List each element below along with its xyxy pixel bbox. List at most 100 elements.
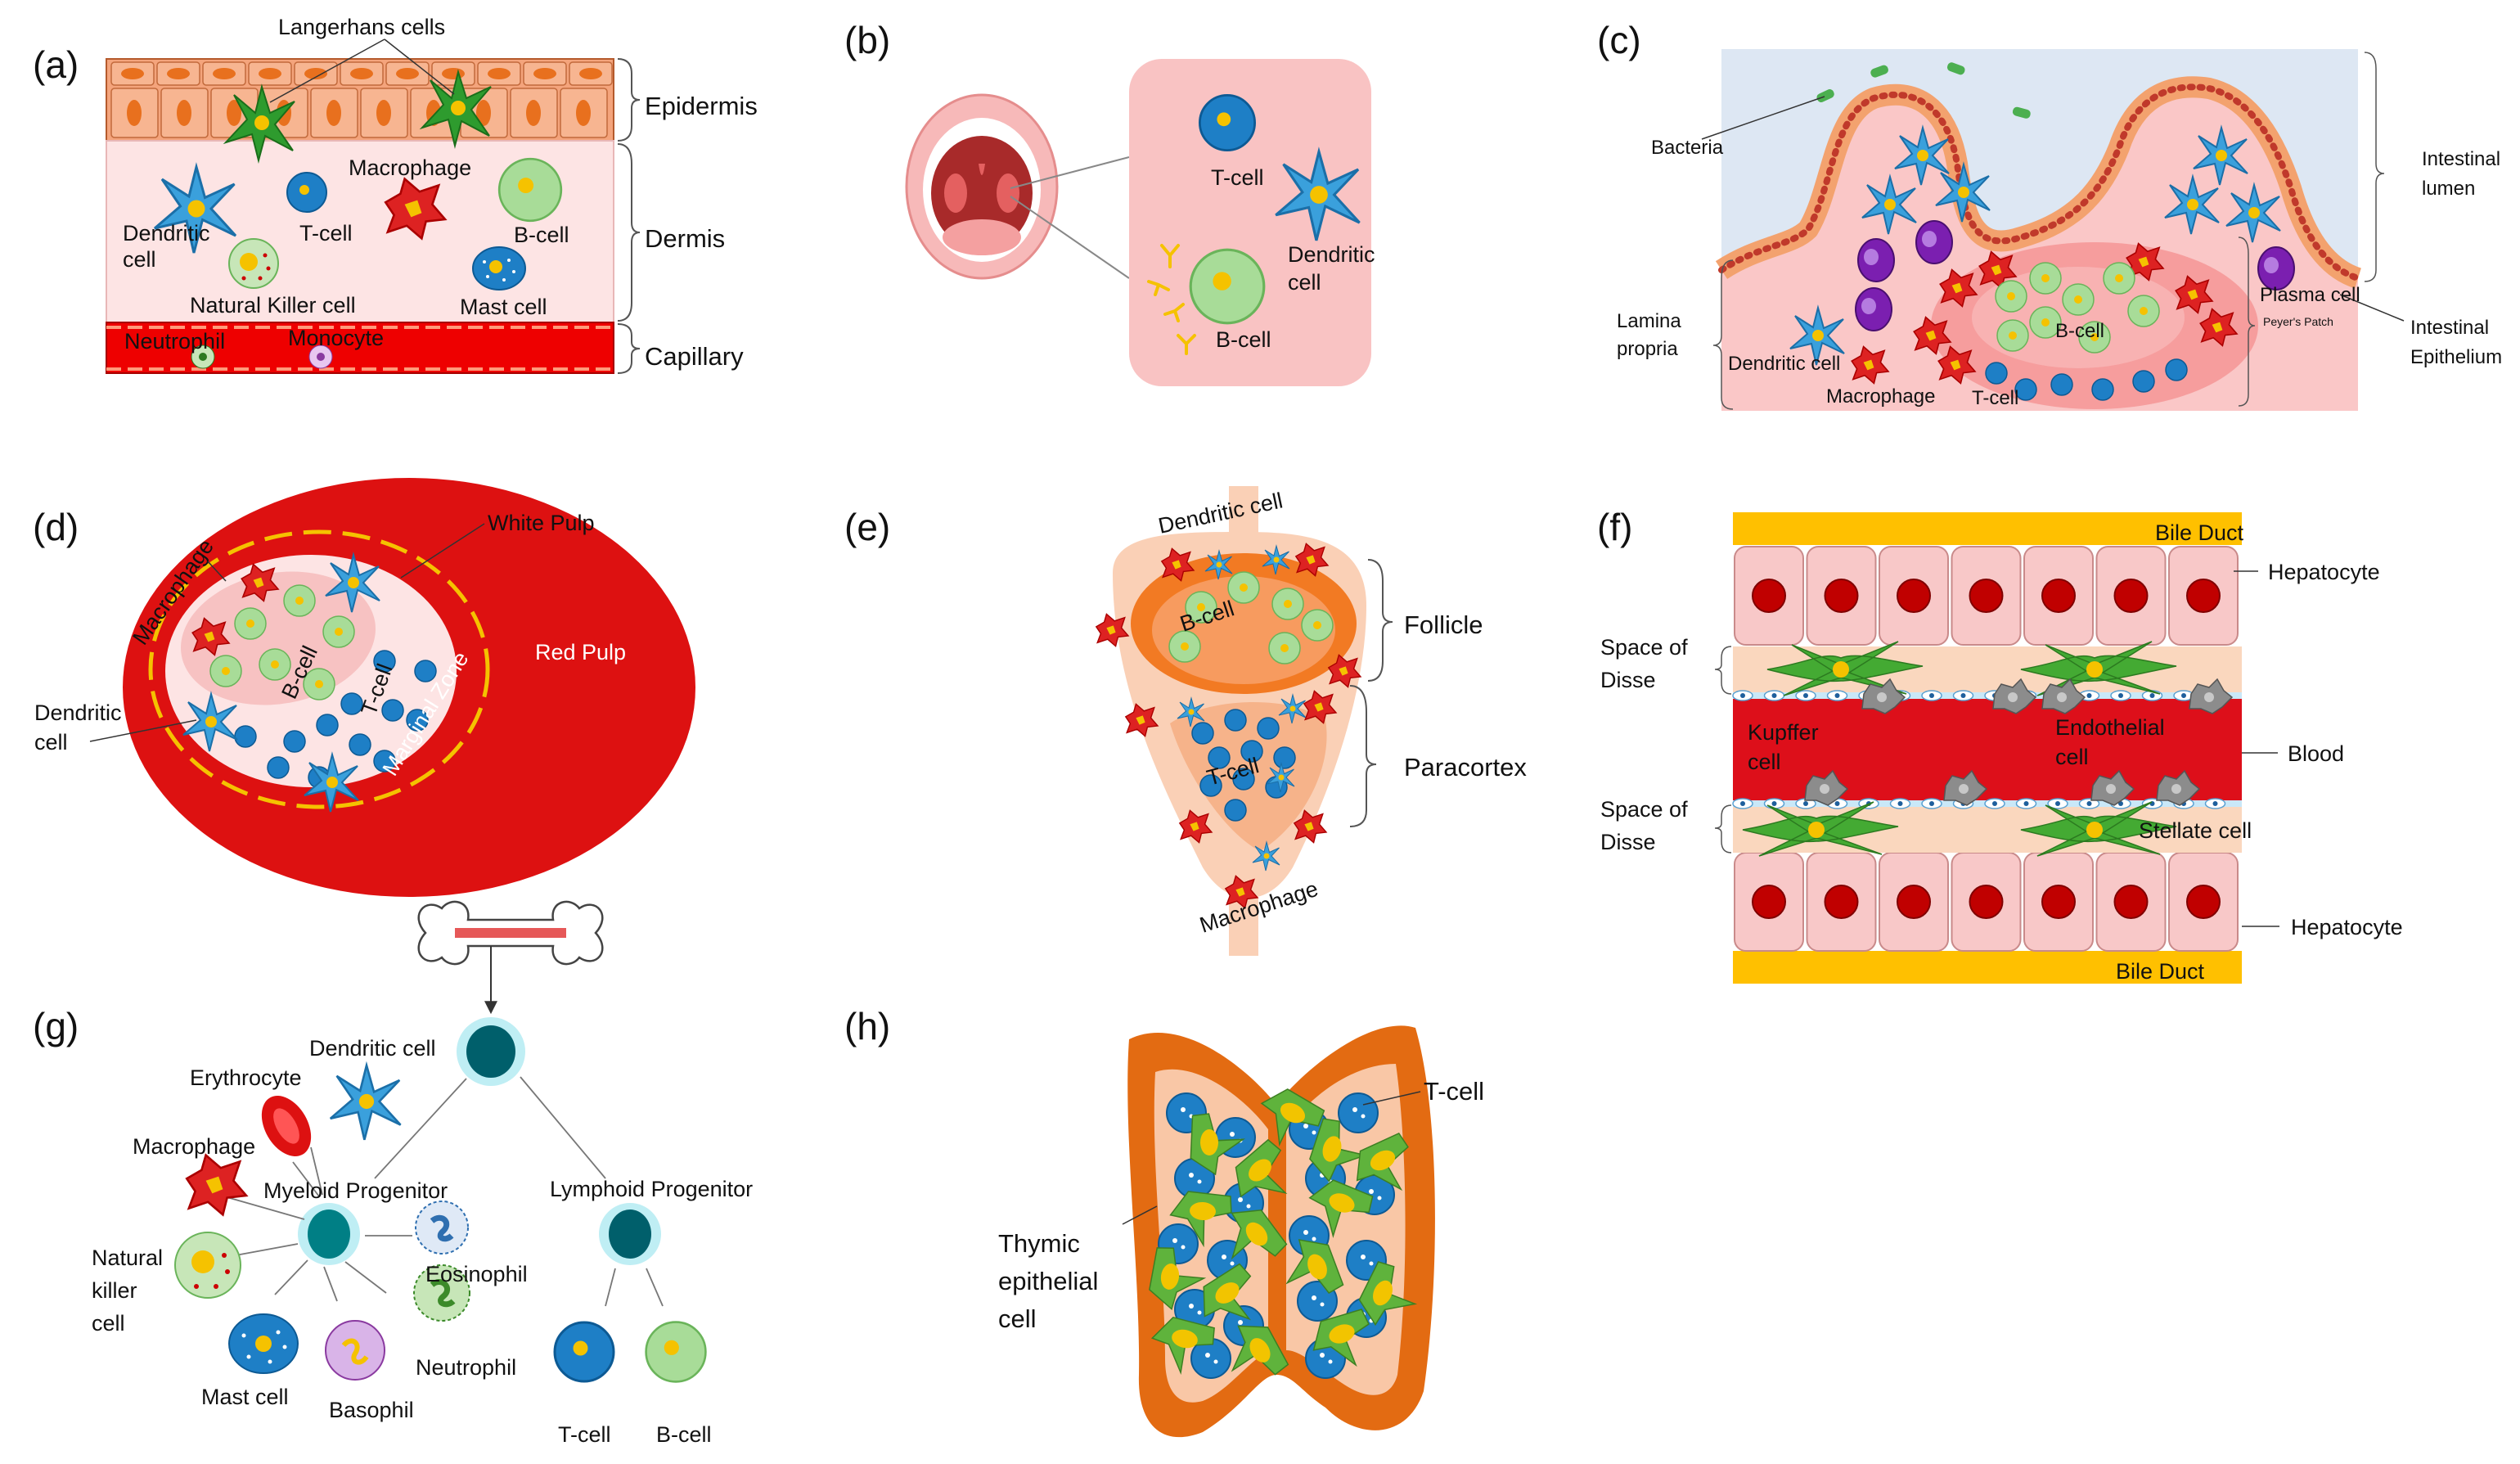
label-epidermis: Epidermis (645, 92, 758, 120)
label-g-nk-1: Natural (92, 1246, 163, 1270)
panel-e-id: (e) (844, 506, 890, 548)
label-g-myeloid: Myeloid Progenitor (263, 1178, 448, 1203)
label-f-hepatocyte-top: Hepatocyte (2268, 560, 2380, 584)
g-macrophage-icon (185, 1154, 248, 1216)
label-a-nk: Natural Killer cell (190, 293, 356, 318)
label-a-neutrophil: Neutrophil (124, 329, 225, 354)
myeloid-progenitor-icon (298, 1203, 360, 1265)
label-dermis: Dermis (645, 224, 725, 253)
stem-cell-icon (457, 1017, 525, 1086)
label-c-peyers: Peyer's Patch (2263, 315, 2333, 328)
label-a-mast: Mast cell (460, 295, 547, 319)
label-c-lamina-2: propria (1617, 338, 1678, 360)
mouth-icon (905, 93, 1059, 280)
label-h-thymic-3: cell (998, 1304, 1037, 1333)
panel-b-id: (b) (844, 19, 890, 61)
label-f-blood: Blood (2288, 741, 2344, 766)
label-d-dendritic-2: cell (34, 730, 68, 755)
antibody-icons (1147, 244, 1196, 355)
g-nk-icon (174, 1232, 241, 1299)
panel-d-id: (d) (33, 506, 79, 548)
label-a-tcell: T-cell (299, 221, 353, 246)
label-g-nk-3: cell (92, 1311, 125, 1336)
label-a-dendritic-1: Dendritic (123, 221, 210, 246)
label-e-dendritic: Dendritic cell (1156, 488, 1285, 538)
label-capillary: Capillary (645, 342, 744, 371)
tonsil-zoom-box (1129, 59, 1371, 386)
lymphoid-progenitor-icon (599, 1203, 661, 1265)
label-f-hepatocyte-bottom: Hepatocyte (2291, 915, 2403, 939)
label-b-dendritic-1: Dendritic (1288, 242, 1375, 267)
label-c-epithelium-2: Epithelium (2410, 346, 2502, 368)
panel-a: (a) Langerhans cells Dendritic (33, 15, 758, 374)
bile-duct-bottom (1733, 951, 2242, 984)
label-h-thymic-1: Thymic (998, 1229, 1080, 1258)
panel-h-id: (h) (844, 1005, 890, 1047)
panel-h: (h) T-cell Thymic epithelial cell (844, 1005, 1484, 1438)
panel-c: (c) (1597, 19, 2502, 411)
g-mast-icon (228, 1313, 299, 1374)
label-g-neutrophil: Neutrophil (416, 1355, 516, 1380)
panel-e: (e) Dendritic cell B-cell T-cell Macroph… (844, 486, 1527, 956)
g-bcell-icon (645, 1321, 707, 1383)
label-c-epithelium-1: Intestinal (2410, 317, 2489, 339)
label-g-basophil: Basophil (329, 1398, 414, 1422)
label-f-disse-top-2: Disse (1600, 668, 1656, 692)
label-h-tcell: T-cell (1424, 1077, 1484, 1106)
label-c-bcell: B-cell (2055, 320, 2104, 342)
label-c-lumen-1: Intestinal (2422, 148, 2500, 170)
bone-icon (417, 900, 604, 966)
thymus-cells (1132, 1076, 1420, 1379)
label-f-kupffer-1: Kupffer (1748, 720, 1819, 745)
label-g-dendritic: Dendritic cell (309, 1036, 436, 1061)
label-f-kupffer-2: cell (1748, 750, 1781, 774)
eosinophil-icon (415, 1200, 469, 1255)
panel-c-id: (c) (1597, 19, 1641, 61)
label-g-eosinophil: Eosinophil (425, 1262, 528, 1286)
label-c-lamina-1: Lamina (1617, 310, 1681, 332)
basophil-icon (325, 1320, 385, 1381)
label-c-macrophage: Macrophage (1826, 385, 1935, 408)
label-a-monocyte: Monocyte (288, 326, 384, 350)
monocyte-icon (308, 345, 333, 369)
mast-cell-icon (472, 246, 526, 291)
label-f-disse-bot-2: Disse (1600, 830, 1656, 854)
label-f-disse-top-1: Space of (1600, 635, 1688, 660)
label-g-nk-2: killer (92, 1278, 137, 1303)
label-f-bile-top: Bile Duct (2155, 520, 2244, 545)
label-d-white-pulp: White Pulp (488, 511, 595, 535)
label-h-thymic-2: epithelial (998, 1267, 1098, 1295)
label-d-red-pulp: Red Pulp (535, 640, 626, 664)
marginal-zone (148, 529, 490, 809)
dermis-bcell-icon (497, 157, 563, 223)
label-g-lymphoid: Lymphoid Progenitor (550, 1177, 753, 1201)
label-a-bcell: B-cell (514, 223, 569, 247)
label-c-plasma: Plasma cell (2260, 284, 2360, 306)
epidermis-cells (110, 61, 613, 138)
neutrophil-icon (191, 345, 215, 369)
label-langerhans: Langerhans cells (278, 15, 445, 39)
label-c-dendritic: Dendritic cell (1728, 353, 1840, 375)
g-dendritic-icon (329, 1064, 402, 1142)
panel-g: (g) (33, 900, 753, 1447)
panel-g-id: (g) (33, 1005, 79, 1047)
hepatocyte-row-bottom (1734, 852, 2239, 952)
panel-f-id: (f) (1597, 506, 1632, 548)
label-g-macrophage: Macrophage (133, 1134, 255, 1159)
dermis-tcell-icon (286, 172, 327, 213)
label-g-mast: Mast cell (201, 1385, 289, 1409)
panel-b: (b) T-cell Dendritic cell B-cell (844, 19, 1375, 386)
label-e-paracortex: Paracortex (1404, 753, 1527, 782)
label-g-erythrocyte: Erythrocyte (190, 1065, 302, 1090)
label-g-bcell: B-cell (656, 1422, 712, 1447)
label-f-bile-bottom: Bile Duct (2116, 959, 2205, 984)
label-a-macrophage: Macrophage (349, 155, 471, 180)
label-f-endothelial-1: Endothelial (2055, 715, 2165, 740)
panel-f: (f) Bile Duct Bile Duct Hepatocyte Hepat… (1597, 506, 2403, 984)
label-c-bacteria: Bacteria (1651, 137, 1724, 159)
g-tcell-icon (553, 1321, 615, 1383)
tonsil-bcell-icon (1189, 248, 1266, 325)
label-b-dendritic-2: cell (1288, 270, 1321, 295)
capillary-layer (106, 322, 614, 374)
